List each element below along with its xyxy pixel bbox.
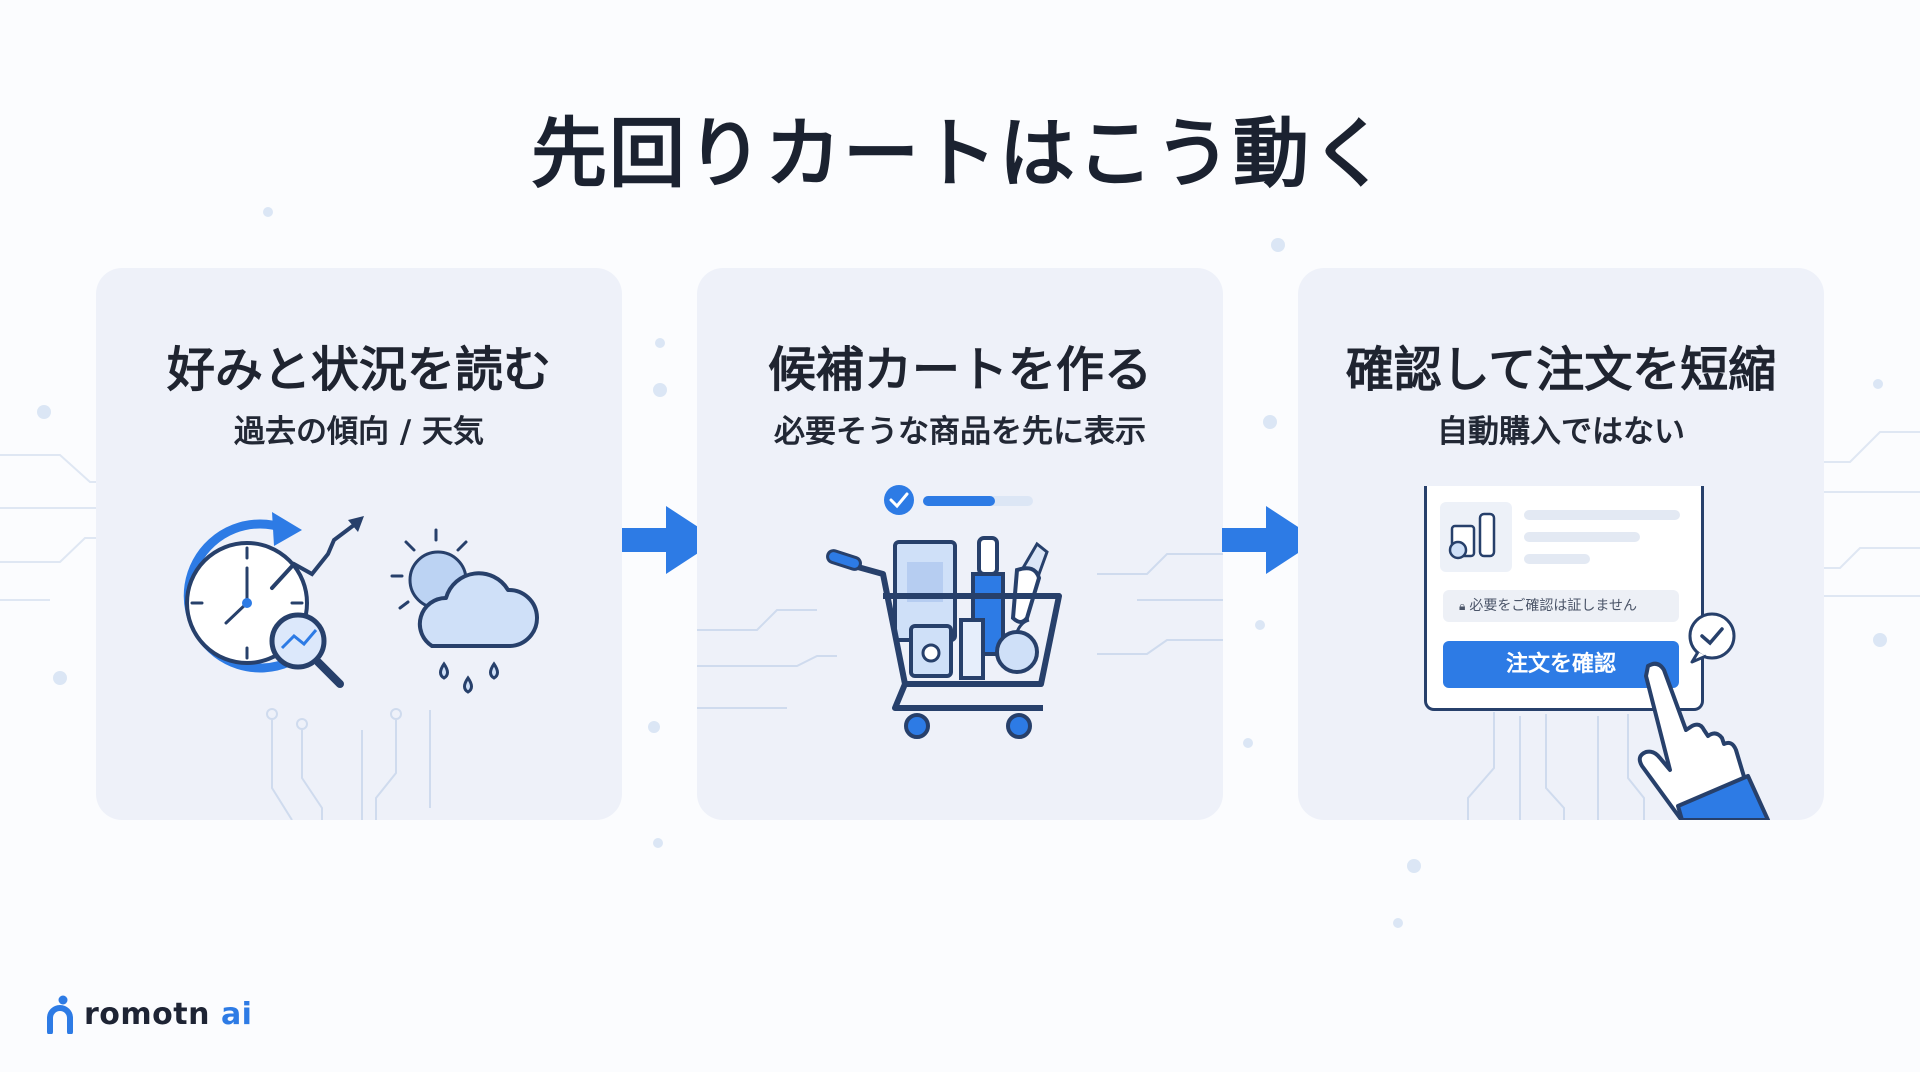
card-circuit-decoration [697,553,1223,709]
step-title: 好みと状況を読む [166,342,551,398]
logo-mark-icon [47,995,73,1034]
pointing-hand-icon [1637,661,1770,820]
magnifier-chart-icon [269,612,344,688]
card-circuit-decoration [1467,712,1645,820]
check-bubble-icon [1688,612,1736,664]
product-thumbnail-icon [1440,502,1512,572]
lock-notice: 🔒︎必要をご確認は証しません [1443,590,1679,622]
card-circuit-decoration [266,708,431,820]
text-placeholder-lines [1524,510,1680,564]
brand-logo: romotn ai [44,992,252,1036]
progress-bar [923,496,1033,506]
step-subtitle: 過去の傾向 / 天気 [234,414,484,450]
step-title: 確認して注文を短縮 [1345,342,1777,398]
page-title: 先回りカートはこう動く [531,109,1389,198]
trend-up-icon [270,516,364,590]
lock-icon: 🔒︎ [1459,599,1466,613]
arrow-right-icon [622,506,718,574]
step-subtitle: 自動購入ではない [1437,414,1685,450]
rain-cloud-icon [390,528,539,694]
step-card-read-preferences: 好みと状況を読む 過去の傾向 / 天気 [96,268,622,820]
logo-wordmark: romotn ai [84,996,253,1032]
confirm-order-button[interactable]: 注文を確認 [1443,641,1679,688]
step-card-confirm-order: 確認して注文を短縮 自動購入ではない [1298,268,1824,820]
arrow-right-icon [1222,506,1318,574]
step-title: 候補カートを作る [767,342,1152,398]
check-circle-icon [884,485,914,515]
step-card-build-cart: 候補カートを作る 必要そうな商品を先に表示 [697,268,1223,820]
lock-notice-text: 必要をご確認は証しません [1469,598,1637,614]
shopping-cart-icon [826,536,1062,739]
step-subtitle: 必要そうな商品を先に表示 [774,414,1146,450]
